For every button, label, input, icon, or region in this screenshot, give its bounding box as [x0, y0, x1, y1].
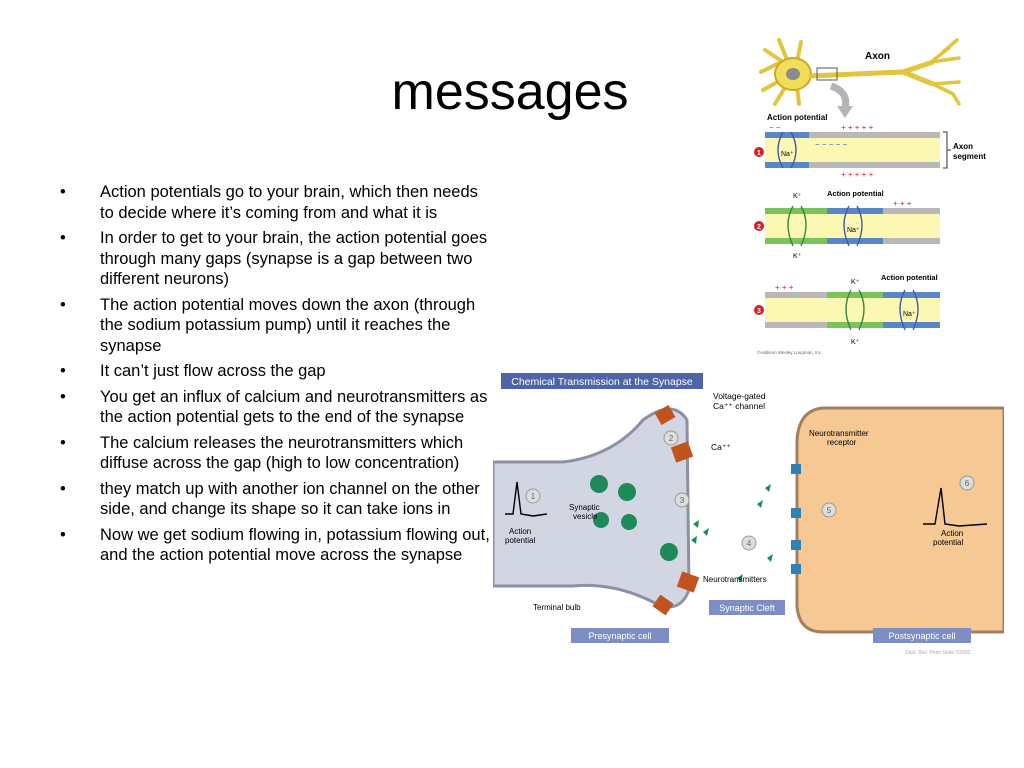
bullet-dot: •: [60, 229, 66, 247]
neurotransmitter-receptors: [791, 464, 801, 574]
step-2-number: 2: [757, 224, 761, 231]
svg-text:K⁺: K⁺: [793, 253, 802, 260]
bullet-dot: •: [60, 295, 66, 314]
action-potential-trace-left: [505, 481, 548, 517]
bullet-text: It can’t just flow across the gap: [100, 362, 326, 380]
action-potential-label: Action potential: [767, 113, 827, 122]
bullet-text: In order to get to your brain, the actio…: [100, 229, 488, 288]
bullet-item: • Now we get sodium flowing in, potassium…: [56, 525, 496, 566]
slide-title: messages: [391, 63, 629, 121]
svg-text:segment: segment: [953, 152, 986, 161]
bullet-text: You get an influx of calcium and neurotr…: [100, 387, 488, 427]
axon-segment-2: Action potential K⁺ K⁺ Na⁺ + + + 2: [754, 189, 940, 260]
action-potential-trace-right: [923, 487, 988, 527]
synapse-step-6: 6: [965, 479, 970, 488]
na-label: Na⁺: [781, 151, 794, 158]
svg-text:− − − − −: − − − − −: [815, 140, 848, 149]
svg-text:− −: − −: [769, 123, 781, 132]
bullet-list: • Action potentials go to your brain, whi…: [56, 182, 496, 571]
synapse-step-4: 4: [747, 539, 752, 548]
svg-text:+ + + + +: + + + + +: [841, 123, 874, 132]
svg-text:Na⁺: Na⁺: [903, 311, 916, 318]
bullet-text: The calcium releases the neurotransmitte…: [100, 433, 464, 473]
neurotransmitters-label: Neurotransmitters: [703, 575, 767, 584]
synapse-step-3: 3: [680, 496, 685, 505]
neuron-drawing: [759, 38, 961, 118]
axon-segment-3: Action potential K⁺ K⁺ Na⁺ + + + 3: [754, 273, 940, 346]
bullet-item: • The calcium releases the neurotransmitt…: [56, 433, 496, 474]
svg-text:Na⁺: Na⁺: [847, 227, 860, 234]
svg-text:Axon: Axon: [953, 142, 973, 151]
neurotransmitter-dots: [691, 484, 773, 582]
bullet-dot: •: [60, 362, 66, 380]
synapse-step-5: 5: [827, 506, 832, 515]
bullet-dot: •: [60, 525, 66, 544]
postsynaptic-label: Postsynaptic cell: [888, 631, 955, 641]
svg-text:Action potential: Action potential: [827, 189, 884, 198]
bullet-item: • You get an influx of calcium and neurot…: [56, 387, 496, 428]
synaptic-cleft-label: Synaptic Cleft: [719, 603, 775, 613]
synapse-figure: Chemical Transmission at the Synapse 1 2…: [493, 370, 1004, 660]
bullet-text: Now we get sodium flowing in, potassium …: [100, 525, 490, 565]
postsynaptic-cell: [795, 406, 1004, 634]
bullet-item: • In order to get to your brain, the acti…: [56, 228, 496, 290]
bullet-item: • they match up with another ion channel …: [56, 479, 496, 520]
bullet-item: • It can’t just flow across the gap: [56, 361, 496, 382]
svg-text:+ + +: + + +: [775, 283, 794, 292]
ca-channel-top: [652, 404, 700, 616]
synapse-title: Chemical Transmission at the Synapse: [511, 376, 693, 388]
step-3-number: 3: [757, 308, 761, 315]
ca-label: Ca⁺⁺: [711, 442, 731, 452]
svg-text:K⁺: K⁺: [851, 339, 860, 346]
axon-copyright: ©Addison Wesley Longman, Inc.: [757, 349, 822, 355]
svg-text:K⁺: K⁺: [851, 279, 860, 286]
bullet-item: • The action potential moves down the axo…: [56, 295, 496, 357]
bullet-dot: •: [60, 479, 66, 498]
bullet-dot: •: [60, 183, 66, 201]
bullet-text: The action potential moves down the axon…: [100, 295, 476, 355]
bullet-dot: •: [60, 433, 66, 452]
synaptic-vesicles: [590, 475, 678, 561]
axon-segment-1: + + + + + + + + + + − − − − − − − Na⁺ Ax…: [754, 123, 986, 179]
axon-label: Axon: [865, 51, 890, 62]
step-1-number: 1: [757, 150, 761, 157]
bullet-text: Action potentials go to your brain, whic…: [100, 183, 478, 222]
bullet-item: • Action potentials go to your brain, whi…: [56, 182, 496, 223]
synapse-credit: Dept. Biol. Penn State ©2003: [905, 649, 971, 656]
synapse-step-2: 2: [669, 434, 674, 443]
svg-text:Action potential: Action potential: [881, 273, 938, 282]
bullet-text: they match up with another ion channel o…: [100, 479, 480, 519]
svg-text:+ + +: + + +: [893, 199, 912, 208]
svg-text:K⁺: K⁺: [793, 193, 802, 200]
svg-text:+ + + + +: + + + + +: [841, 170, 874, 179]
terminal-bulb-label: Terminal bulb: [533, 603, 581, 612]
presynaptic-label: Presynaptic cell: [588, 631, 651, 641]
synapse-step-1: 1: [531, 492, 536, 501]
axon-figure: Axon Action potential + + + + + + + + + …: [754, 38, 986, 355]
bullet-dot: •: [60, 387, 66, 406]
